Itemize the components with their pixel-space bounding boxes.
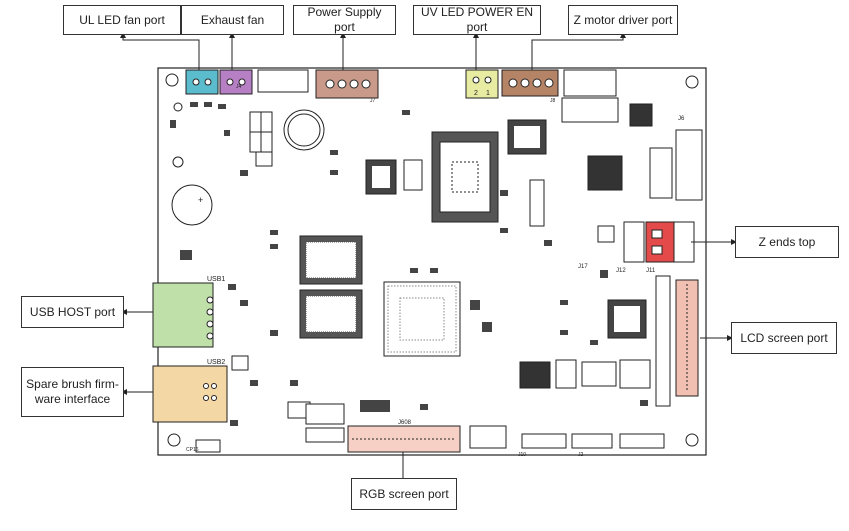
exhaust-fan-connector	[219, 69, 253, 95]
capacitor-2	[171, 184, 213, 226]
bga-processor	[383, 281, 461, 357]
callout-uv-led-power-en: UV LED POWER EN port	[413, 5, 541, 35]
j6-label: J6	[678, 116, 685, 122]
j11-label: J11	[646, 268, 656, 274]
j608-label: J608	[398, 420, 412, 426]
j4-label: J4	[236, 84, 242, 90]
white-connector-top-3	[561, 97, 619, 123]
white-connector-top-2	[563, 69, 617, 97]
small-components	[170, 102, 648, 426]
leader-arrowheads	[120, 32, 737, 486]
uv-pin1-label: 1	[486, 90, 490, 97]
uv-led-power-en-connector	[465, 69, 499, 99]
capacitor-plus-label: +	[198, 195, 203, 205]
j8-label: J8	[550, 98, 556, 104]
callout-spare-brush: Spare brush firm-ware interface	[21, 367, 124, 417]
usb2-label: USB2	[207, 359, 225, 366]
uv-pin2-label: 2	[474, 90, 478, 97]
usb1-label: USB1	[207, 276, 225, 283]
capacitor-1	[283, 109, 325, 151]
callout-lcd-screen: LCD screen port	[731, 322, 837, 354]
j2-label: J2	[578, 452, 584, 458]
j12-label: J12	[616, 268, 626, 274]
j7-label: J7	[370, 98, 376, 104]
j17-label: J17	[578, 264, 588, 270]
chip-4	[629, 103, 653, 127]
callout-usb-host: USB HOST port	[21, 296, 124, 328]
chip-3	[587, 155, 623, 191]
callout-z-motor-driver: Z motor driver port	[568, 5, 678, 35]
z-ends-top-connector	[645, 221, 675, 263]
usb-host-connector	[152, 282, 214, 348]
mounting-holes	[165, 73, 699, 447]
white-connector-top-1	[257, 69, 309, 93]
spare-brush-connector	[152, 365, 228, 423]
ul-led-fan-connector	[185, 69, 219, 95]
callout-power-supply: Power Supply port	[293, 5, 396, 35]
j10-label: J10	[518, 452, 526, 458]
callout-exhaust-fan: Exhaust fan	[181, 5, 284, 35]
right-edge-connector	[675, 129, 703, 201]
callout-ul-led-fan: UL LED fan port	[63, 5, 181, 35]
callout-z-ends-top: Z ends top	[735, 226, 839, 258]
callout-rgb-screen: RGB screen port	[351, 478, 457, 510]
cp16-label: CP16	[186, 447, 199, 453]
